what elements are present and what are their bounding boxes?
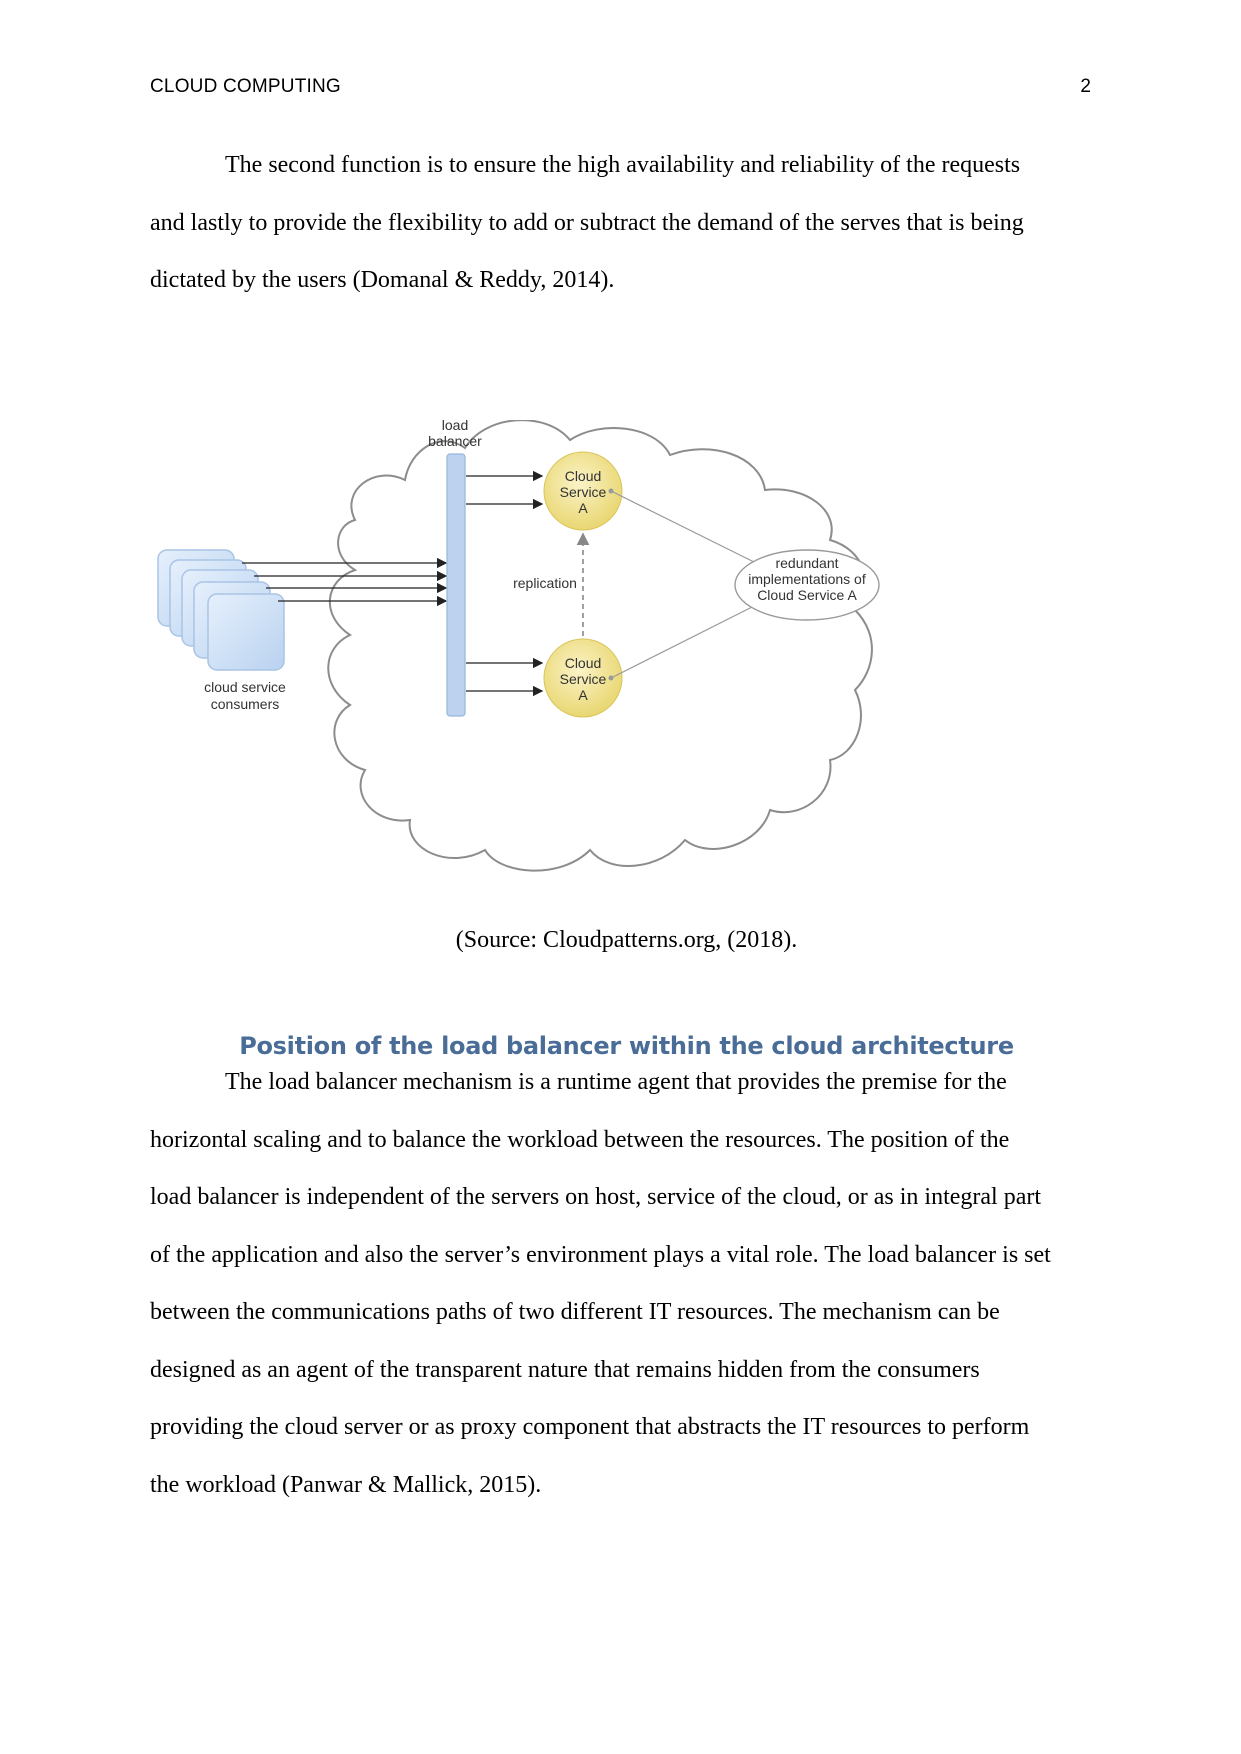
pointer-dot (608, 675, 614, 681)
service-bottom-text-2: Service (560, 671, 607, 687)
consumers-label-line2: consumers (211, 696, 279, 712)
text-line: dictated by the users (Domanal & Reddy, … (150, 267, 615, 293)
text-line: the workload (Panwar & Mallick, 2015). (150, 1471, 542, 1498)
intro-paragraph: The second function is to ensure the hig… (150, 137, 1095, 310)
text-line: The second function is to ensure the hig… (225, 152, 1021, 178)
load-balancer-bar (446, 453, 466, 717)
cloud-service-consumers-icon (157, 549, 285, 671)
text-line: designed as an agent of the transparent … (150, 1356, 980, 1383)
text-line: of the application and also the server’s… (150, 1241, 1051, 1268)
diagram-svg: cloud service consumers load balancer Cl… (157, 417, 880, 872)
service-top-text-2: Service (560, 484, 607, 500)
service-top-text-3: A (578, 500, 588, 516)
page-header: CLOUD COMPUTING 2 (150, 76, 1091, 102)
text-line: The load balancer mechanism is a runtime… (225, 1069, 1007, 1095)
text-line: and lastly to provide the flexibility to… (150, 209, 1024, 236)
redundant-implementations-callout: redundant implementations of Cloud Servi… (734, 549, 880, 621)
text-line: providing the cloud server or as proxy c… (150, 1414, 1030, 1440)
redundant-pointer-lines (610, 490, 761, 679)
consumers-label-line1: cloud service (204, 679, 286, 695)
balancer-to-service-a-top-arrows (466, 470, 544, 510)
running-head-title: CLOUD COMPUTING (150, 76, 341, 97)
balancer-to-service-a-bottom-arrows (466, 657, 544, 697)
text-line: between the communications paths of two … (150, 1299, 1000, 1325)
text-line: load balancer is independent of the serv… (150, 1184, 1042, 1210)
load-balancer-label-line2: balancer (428, 433, 482, 449)
service-bottom-text-1: Cloud (565, 655, 602, 671)
page-number: 2 (1080, 76, 1091, 97)
section-heading: Position of the load balancer within the… (239, 1032, 1014, 1060)
service-top-text-1: Cloud (565, 468, 602, 484)
redundant-text-3: Cloud Service A (757, 587, 857, 603)
section-paragraph: The load balancer mechanism is a runtime… (150, 1054, 1095, 1514)
load-balancer-label-line1: load (442, 420, 468, 433)
redundant-text-1: redundant (775, 555, 838, 571)
redundant-text-2: implementations of (748, 571, 866, 587)
figure-caption: (Source: Cloudpatterns.org, (2018). (455, 927, 798, 953)
replication-label: replication (513, 575, 577, 591)
pointer-dot (608, 488, 614, 494)
cloud-service-a-bottom: Cloud Service A (543, 638, 623, 718)
cloud-service-a-top: Cloud Service A (543, 451, 623, 531)
consumer-request-arrows (242, 557, 448, 607)
service-bottom-text-3: A (578, 687, 588, 703)
load-balancer-diagram: cloud service consumers load balancer Cl… (150, 417, 1000, 890)
text-line: horizontal scaling and to balance the wo… (150, 1126, 1010, 1153)
